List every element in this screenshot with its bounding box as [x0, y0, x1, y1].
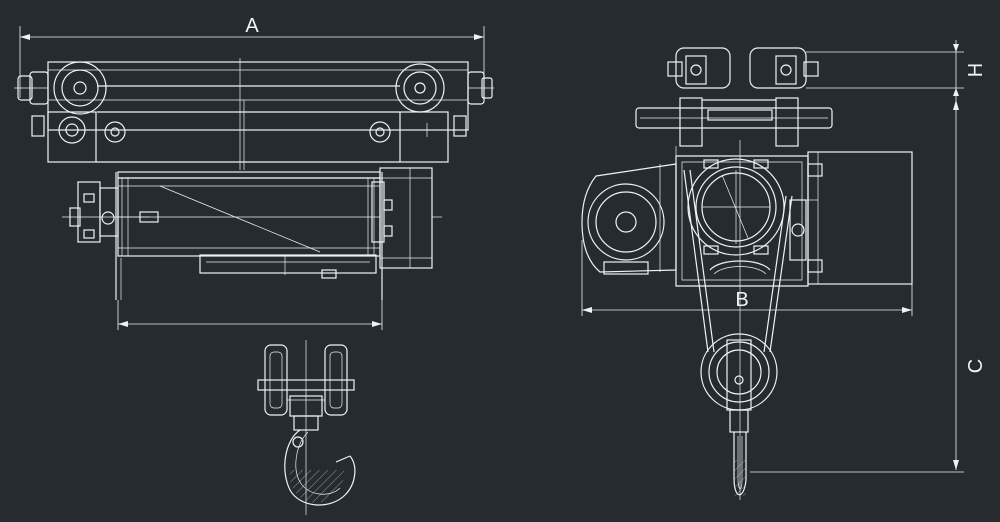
top-wheel-right — [749, 47, 819, 89]
cross-beam — [635, 97, 833, 147]
dimension-c: C — [750, 100, 987, 473]
motor-housing — [371, 167, 442, 300]
dimension-h: H — [806, 40, 987, 100]
hoist-ropes — [683, 169, 793, 353]
trolley-wheel-left — [53, 61, 107, 115]
trolley-wheel-right — [395, 63, 445, 113]
dimension-b-label: B — [735, 289, 748, 311]
hook-end — [733, 432, 747, 496]
motor-end — [581, 163, 677, 275]
dimension-b: B — [581, 240, 913, 316]
guide-rollers — [58, 116, 391, 144]
gearbox — [62, 172, 159, 300]
side-view: A — [14, 15, 494, 515]
end-view: B H C — [581, 40, 987, 500]
trolley-frame — [14, 58, 494, 170]
dimension-a: A — [19, 15, 485, 98]
top-wheel-left — [667, 47, 731, 89]
hook-side — [284, 429, 356, 506]
dimension-h-label: H — [965, 63, 987, 77]
dimension-a-label: A — [245, 15, 259, 37]
drum-width-dimension — [117, 300, 383, 330]
rope-guide — [199, 254, 377, 279]
hoist-drum — [117, 171, 381, 257]
dimension-c-label: C — [965, 359, 987, 373]
gearbox-end — [789, 151, 913, 285]
hook-block-end — [700, 333, 778, 433]
drum-end — [687, 158, 785, 256]
rope-guide-end — [709, 260, 771, 275]
hook-block-side — [257, 340, 355, 515]
